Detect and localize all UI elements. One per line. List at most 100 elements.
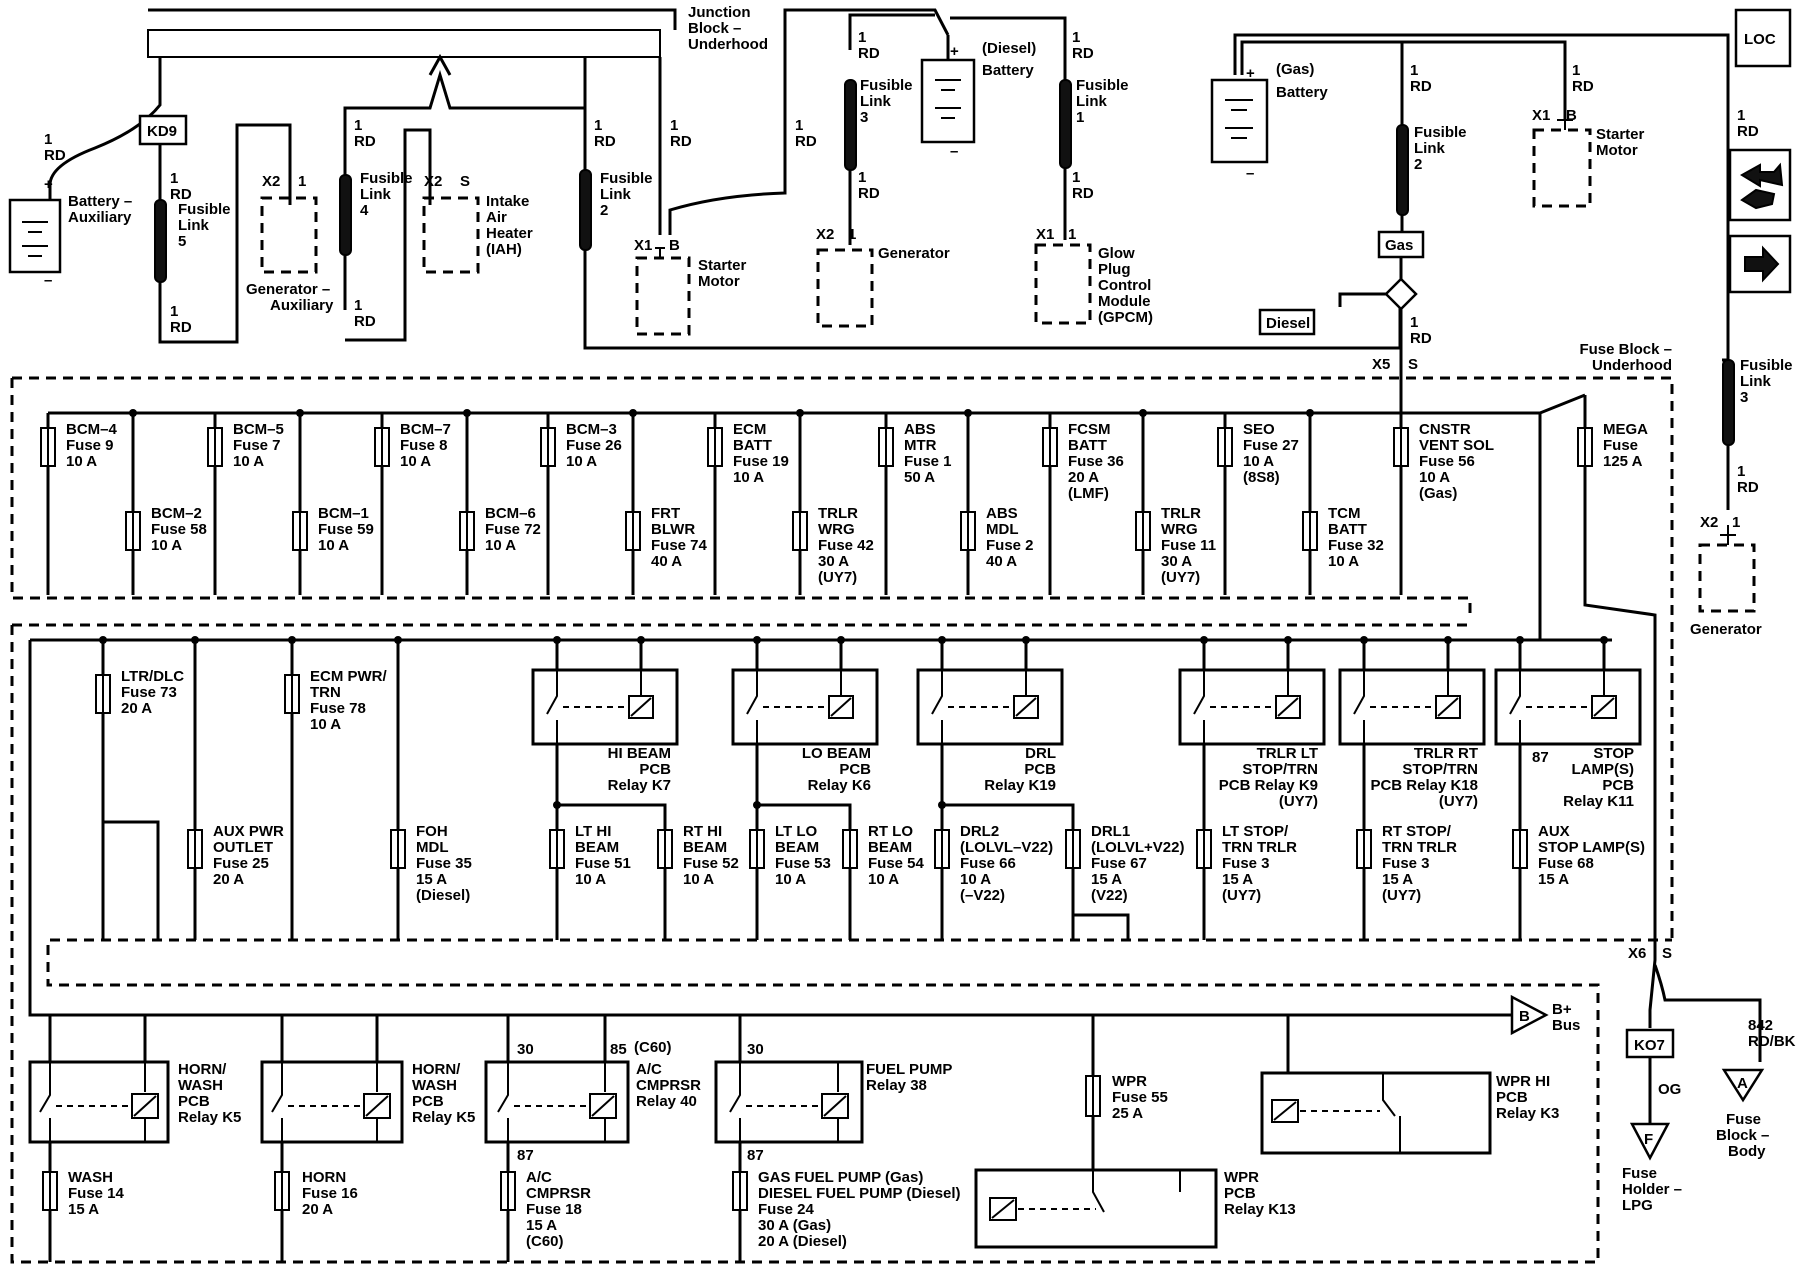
og-wire-label: OG	[1658, 1081, 1681, 1098]
row2-relay-0	[531, 668, 679, 746]
row2-relay-3	[1178, 668, 1326, 746]
row2-relay-1	[731, 668, 879, 746]
starter-motor-2-box	[1532, 128, 1592, 208]
pin-87-stop: 87	[1532, 749, 1549, 766]
aux-battery-minus: –	[44, 272, 52, 289]
fusible-link-1	[1059, 79, 1072, 169]
gas-battery-label: (Gas)Battery	[1276, 61, 1328, 101]
bottom-drops	[48, 1015, 1290, 1073]
pin-85: 85	[610, 1041, 627, 1058]
fuse-block-border-2	[10, 620, 1672, 1264]
bplus-bus	[28, 640, 1512, 1017]
aux-battery-icon	[8, 198, 62, 274]
fuse-block-underhood-label: Fuse Block –Underhood	[1579, 341, 1672, 374]
diesel-battery-minus: –	[950, 143, 958, 160]
generator-1-box	[816, 248, 874, 328]
junction-bus	[147, 29, 661, 58]
body-fuse-block-icon	[1721, 1068, 1765, 1103]
generator-2-box	[1698, 543, 1756, 613]
pin-87a: 87	[517, 1147, 534, 1164]
gas-battery-minus: –	[1246, 165, 1254, 182]
lpg-connector-icon	[1629, 1122, 1671, 1161]
pin-87b: 87	[747, 1147, 764, 1164]
gas-battery-plus: +	[1246, 65, 1255, 82]
aux-battery-label: Battery –Auxiliary	[68, 193, 132, 226]
loc-text: LOC	[1744, 31, 1776, 48]
fuse-fuel-label: GAS FUEL PUMP (Gas)DIESEL FUEL PUMP (Die…	[758, 1169, 961, 1250]
link3-wire	[848, 13, 935, 245]
lpg-symbol: F	[1644, 1131, 1653, 1148]
fusible-link-3	[844, 79, 857, 171]
row2-relay-4	[1338, 668, 1486, 746]
row2-relay-2	[916, 668, 1064, 746]
relay-wpr-hi	[1260, 1071, 1492, 1155]
junction-feed-wire	[148, 8, 677, 30]
fusible-link-5	[154, 199, 167, 283]
row1-bus	[48, 390, 1586, 415]
ko7-tag	[1625, 1028, 1675, 1059]
link1-wire	[950, 16, 1067, 240]
diesel-battery-label: (Diesel)Battery	[982, 40, 1036, 79]
842-wire	[1653, 964, 1762, 1062]
generator-aux-label: Generator –Auxiliary	[246, 281, 334, 314]
pin-c60: (C60)	[634, 1039, 672, 1056]
diesel-tag-text: Diesel	[1266, 315, 1310, 332]
kd9-tag-text: KD9	[147, 123, 177, 140]
generator-aux-box	[260, 196, 318, 274]
row2-relay-5	[1494, 668, 1642, 746]
